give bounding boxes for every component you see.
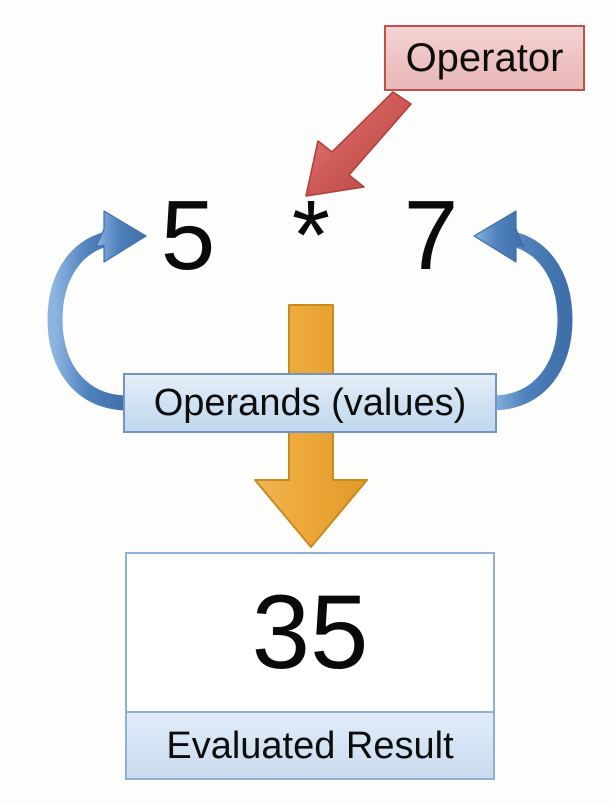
operands-callout-label: Operands (values) <box>153 382 467 424</box>
operands-callout-box: Operands (values) <box>123 373 497 433</box>
result-value: 35 <box>251 574 369 691</box>
operand-left-curved-arrow <box>47 210 147 411</box>
result-box: 35 Evaluated Result <box>125 552 495 780</box>
operator-pointer-arrow <box>305 91 412 197</box>
operand-right-curved-arrow <box>473 210 573 411</box>
operator-callout-label: Operator <box>405 36 564 80</box>
operator-callout-box: Operator <box>384 25 585 91</box>
result-caption: Evaluated Result <box>127 711 493 778</box>
